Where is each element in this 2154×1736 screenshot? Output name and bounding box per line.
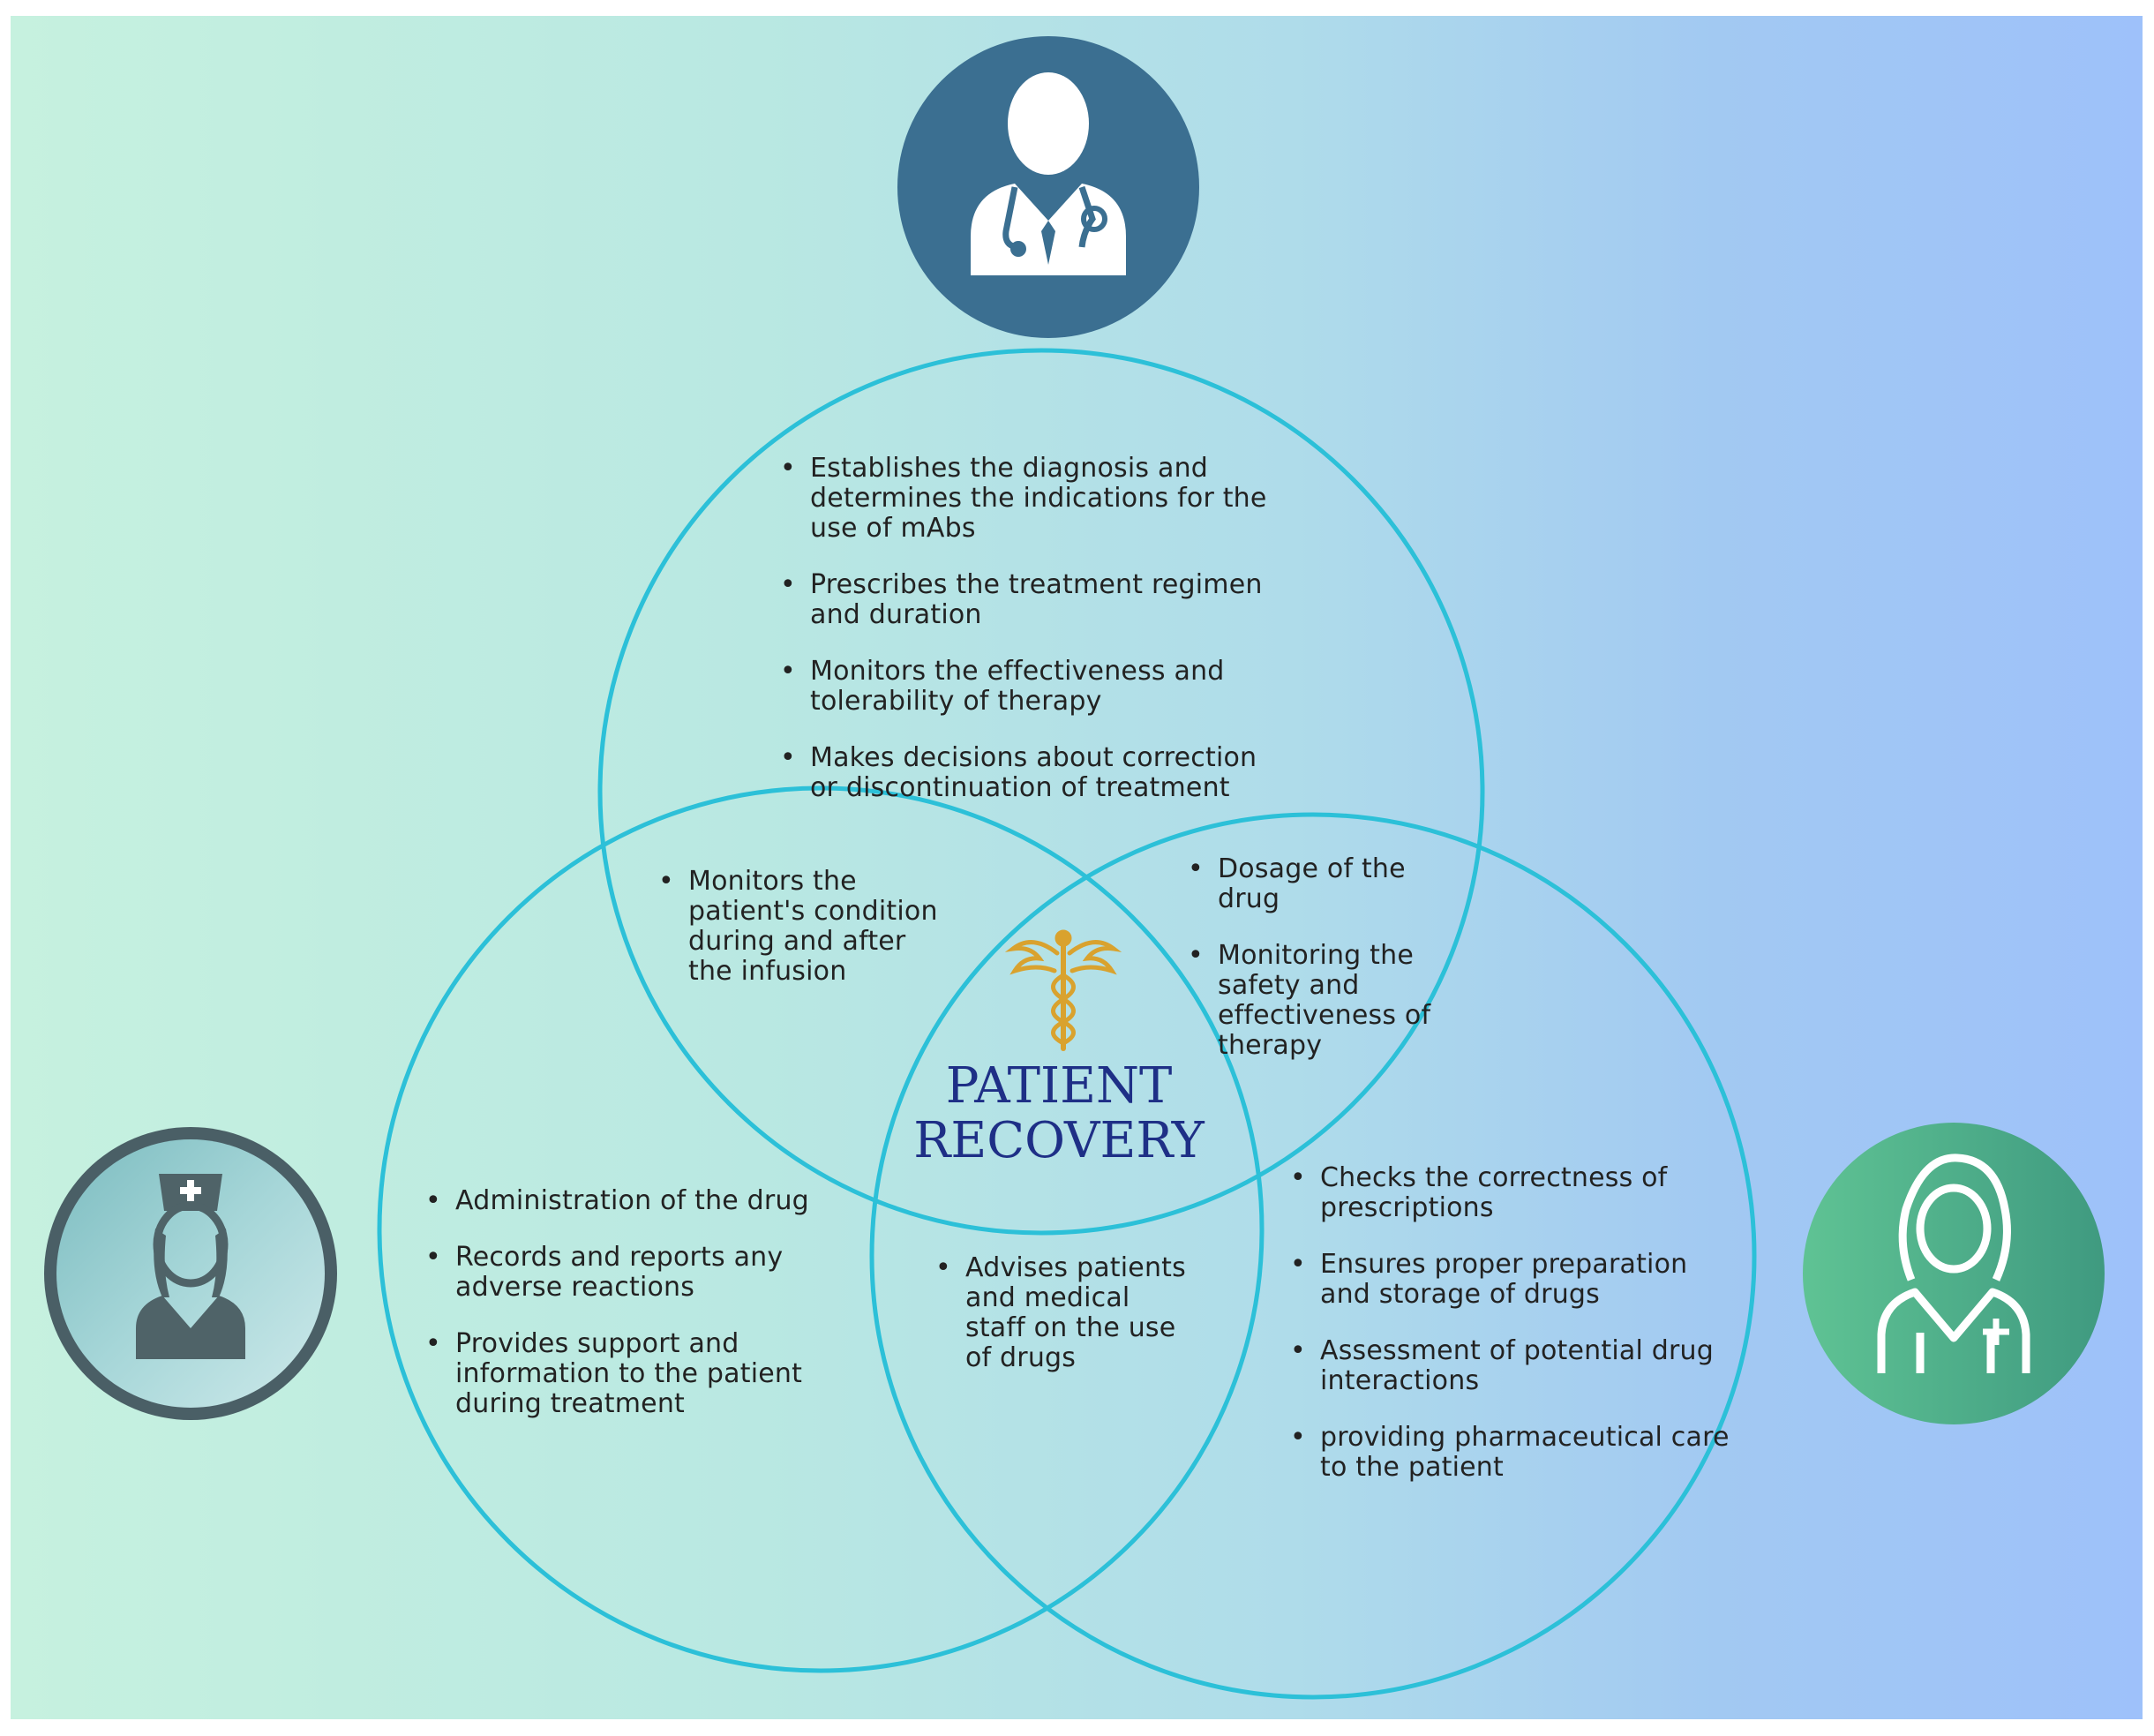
pharmacist-circle — [869, 812, 1757, 1700]
list-item: Monitoring the safety and effectiveness … — [1188, 941, 1435, 1061]
list-item: Monitors the patient's condition during … — [658, 867, 949, 987]
doctor-badge — [897, 36, 1199, 338]
list-item: Provides support and information to the … — [425, 1329, 840, 1419]
list-item: Checks the correctness of prescriptions — [1290, 1163, 1740, 1223]
list-item: Monitors the effectiveness and tolerabil… — [780, 657, 1292, 717]
list-item: Advises patients and medical staff on th… — [935, 1253, 1191, 1373]
pharmacist-responsibilities: Checks the correctness of prescriptions … — [1290, 1163, 1740, 1509]
pharmacist-icon — [1877, 1154, 2030, 1373]
list-item: Records and reports any adverse reaction… — [425, 1243, 840, 1303]
center-title: PATIENT RECOVERY — [865, 1059, 1253, 1169]
nurse-badge — [44, 1127, 337, 1420]
center-title-line1: PATIENT — [945, 1057, 1173, 1115]
nurse-pharmacist-shared: Advises patients and medical staff on th… — [935, 1253, 1191, 1400]
list-item: Establishes the diagnosis and determines… — [780, 454, 1292, 544]
doctor-pharmacist-shared: Dosage of the drug Monitoring the safety… — [1188, 854, 1435, 1087]
list-item: Assessment of potential drug interaction… — [1290, 1336, 1740, 1396]
nurse-responsibilities: Administration of the drug Records and r… — [425, 1186, 840, 1446]
doctor-responsibilities: Establishes the diagnosis and determines… — [780, 454, 1292, 830]
list-item: Prescribes the treatment regimen and dur… — [780, 570, 1292, 630]
doctor-circle — [597, 348, 1485, 1236]
list-item: Makes decisions about correction or disc… — [780, 743, 1292, 803]
pharmacist-badge — [1803, 1123, 2105, 1424]
caduceus-icon — [1004, 929, 1122, 1051]
doctor-nurse-shared: Monitors the patient's condition during … — [658, 867, 949, 1013]
nurse-icon — [136, 1174, 245, 1359]
list-item: Administration of the drug — [425, 1186, 840, 1217]
list-item: providing pharmaceutical care to the pat… — [1290, 1423, 1740, 1483]
list-item: Ensures proper preparation and storage o… — [1290, 1250, 1740, 1310]
center-title-line2: RECOVERY — [913, 1112, 1205, 1169]
list-item: Dosage of the drug — [1188, 854, 1435, 914]
